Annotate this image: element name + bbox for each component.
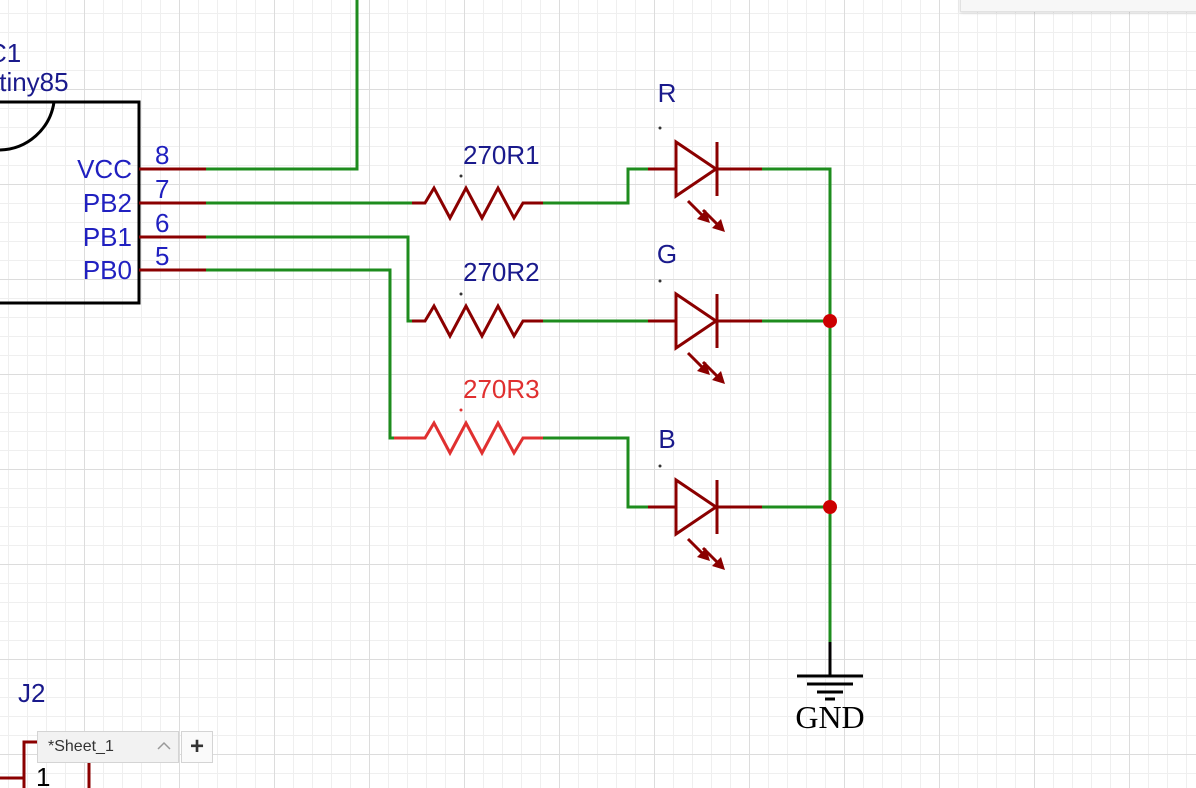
pin-name: PB1 <box>83 222 132 252</box>
resistor-label: 270R2 <box>463 257 540 287</box>
wire-r3-led-b[interactable] <box>543 436 648 509</box>
pin-number: 7 <box>155 174 169 204</box>
resistor-label: 270R3 <box>463 374 540 404</box>
led-red[interactable]: R <box>648 78 762 234</box>
led-label: R <box>658 78 677 108</box>
led-label: B <box>658 424 675 454</box>
pin-number: 6 <box>155 208 169 238</box>
ground-label: GND <box>795 699 864 735</box>
resistor-icon <box>412 184 543 222</box>
resistor-anchor-dot <box>459 174 463 178</box>
wire-r1-led-r[interactable] <box>543 167 648 205</box>
led-anchor-dot <box>658 279 662 283</box>
led-icon <box>648 139 762 234</box>
connector-ref: J2 <box>18 678 45 708</box>
wires <box>206 0 832 642</box>
led-label: G <box>657 239 677 269</box>
resistor-r2[interactable]: 270R2 <box>412 257 543 340</box>
resistor-icon <box>394 419 543 457</box>
led-anchor-dot <box>658 126 662 130</box>
chevron-up-icon[interactable] <box>156 737 172 755</box>
led-green[interactable]: G <box>648 239 762 386</box>
pin-name: PB0 <box>83 255 132 285</box>
led-anchor-dot <box>658 464 662 468</box>
resistor-anchor-dot <box>459 408 463 412</box>
connector-pin-number: 1 <box>36 762 50 788</box>
resistor-icon <box>412 302 543 340</box>
pin-number: 5 <box>155 241 169 271</box>
pin-name: VCC <box>77 154 132 184</box>
ic-part: ttiny85 <box>0 67 69 97</box>
wire-pb1[interactable] <box>206 235 412 323</box>
led-blue[interactable]: B <box>648 424 762 572</box>
wire-pb0[interactable] <box>206 268 394 440</box>
junction-dot <box>823 314 837 328</box>
ic-attiny85[interactable]: C1 ttiny85 VCC 8 PB2 7 PB1 6 PB0 5 <box>0 38 206 305</box>
led-icon <box>648 291 762 386</box>
ic-pin-pb1[interactable]: PB1 6 <box>83 208 206 252</box>
ic-ref: C1 <box>0 38 21 68</box>
pin-name: PB2 <box>83 188 132 218</box>
add-sheet-button[interactable]: + <box>181 731 213 763</box>
ic-pin-vcc[interactable]: VCC 8 <box>77 140 206 184</box>
tab-sheet-1[interactable]: *Sheet_1 <box>37 731 179 763</box>
pin-number: 8 <box>155 140 169 170</box>
top-right-panel <box>960 0 1196 12</box>
led-icon <box>648 477 762 572</box>
wire-gnd-bus[interactable] <box>762 167 832 642</box>
resistor-anchor-dot <box>459 292 463 296</box>
ground-icon <box>797 642 863 701</box>
add-icon: + <box>189 733 204 760</box>
resistor-r1[interactable]: 270R1 <box>412 140 543 222</box>
ic-pin-pb2[interactable]: PB2 7 <box>83 174 206 218</box>
resistor-r3-selected[interactable]: 270R3 <box>394 374 543 457</box>
resistor-label: 270R1 <box>463 140 540 170</box>
junction-dot <box>823 500 837 514</box>
ic-pin-pb0[interactable]: PB0 5 <box>83 241 206 285</box>
sheet-tab-label: *Sheet_1 <box>48 738 114 755</box>
connector-j2[interactable]: J2 1 <box>0 678 91 788</box>
wire-vcc[interactable] <box>206 0 359 171</box>
ground-symbol[interactable]: GND <box>795 642 865 735</box>
ic-notch <box>0 101 56 152</box>
